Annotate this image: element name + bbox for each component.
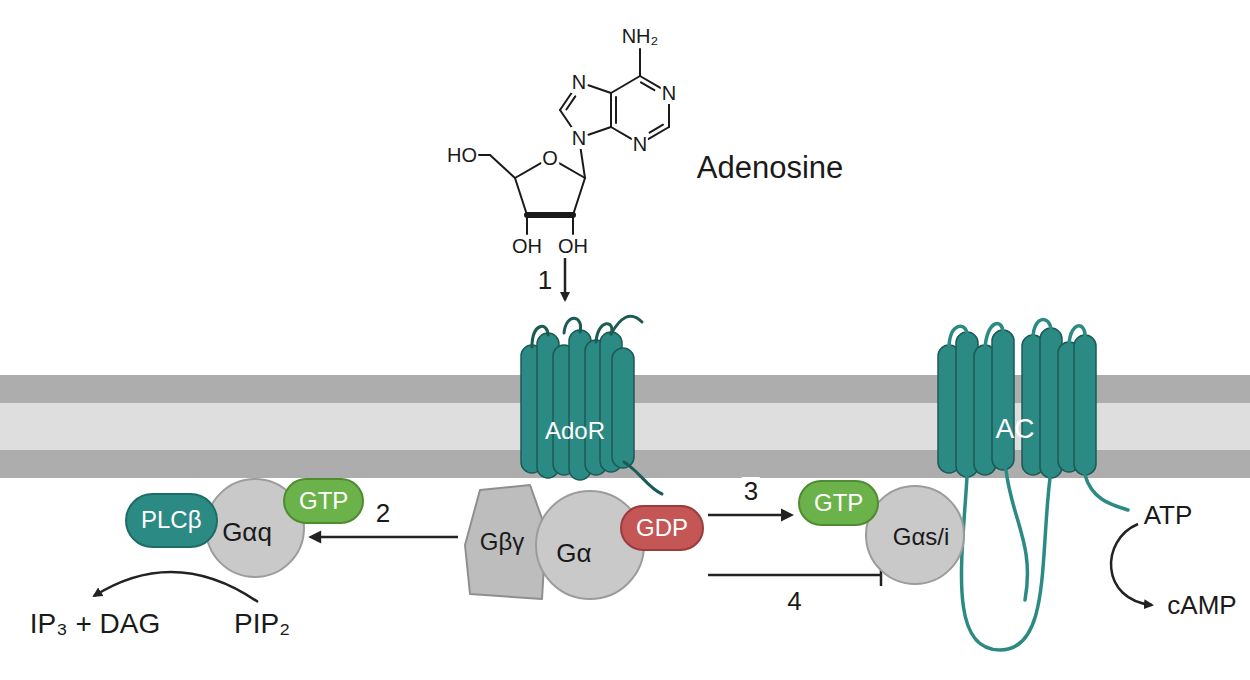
chemical-bond: [639, 49, 641, 76]
subunit-shape: [465, 485, 546, 599]
node-label: PLCβ: [141, 507, 202, 533]
reaction-arrows: [94, 258, 1152, 605]
chemical-bond: [515, 163, 541, 178]
callout-number: 1: [537, 266, 553, 295]
receptor-cylinders: [521, 330, 634, 480]
adenylyl-cyclase-cylinders: [1074, 335, 1096, 475]
enzyme: AC: [930, 320, 1100, 485]
adenosine-structure: [479, 49, 669, 234]
reaction-arrows: [94, 572, 258, 602]
arrow-head: [308, 531, 321, 544]
chemical-bond: [566, 96, 575, 109]
chemical-bond: [650, 125, 663, 133]
atom-label: N: [571, 71, 587, 93]
activation-arrow: [308, 531, 458, 544]
chemical-bond: [588, 85, 611, 93]
atom-label: OH: [557, 235, 589, 257]
chemical-bond: [649, 127, 669, 139]
receptor-loops: [564, 318, 581, 333]
arrow-head: [781, 509, 794, 522]
chemical-bond: [640, 76, 660, 88]
atom-label: OH: [511, 235, 543, 257]
nucleotide-pill: GTP: [798, 480, 879, 526]
adenylyl-cyclase-loops: [1069, 326, 1085, 344]
molecule-name: Adenosine: [696, 151, 845, 185]
adenylyl-cyclase-loops: [961, 477, 1050, 650]
substrate-label: PIP₂: [233, 609, 291, 640]
adenylyl-cyclase-loops: [1085, 475, 1128, 510]
inhibition-arrow: [708, 564, 881, 586]
chemical-bond: [611, 76, 640, 93]
nucleotide-pill: GDP: [620, 505, 704, 551]
atom-label: O: [541, 147, 559, 169]
receptor-loops: [596, 324, 612, 342]
node-label: GTP: [814, 490, 863, 516]
node-label: AC: [996, 414, 1035, 445]
arrow-shaft: [708, 574, 881, 577]
chemical-bond: [641, 82, 654, 90]
enzyme-pill: PLCβ: [125, 493, 218, 548]
adenylyl-cyclase-loops: [1006, 470, 1027, 600]
product-label: IP₃ + DAG: [29, 609, 161, 640]
node-label: Gβγ: [480, 529, 524, 555]
arrow-shaft: [708, 514, 784, 517]
activation-arrow: [708, 509, 794, 522]
atom-label: N: [571, 127, 587, 149]
adenylyl-cyclase-cylinders: [992, 330, 1014, 470]
chemical-bond: [580, 148, 585, 178]
adenylyl-cyclase-loops: [1033, 320, 1051, 337]
chemical-bond: [560, 90, 573, 110]
node-label: Gαs/i: [893, 524, 950, 550]
nucleotide-pill: GTP: [283, 478, 364, 524]
adenylyl-cyclase-loops: [949, 326, 967, 347]
node-label: GDP: [636, 515, 688, 541]
callout-number: 3: [742, 477, 760, 506]
atom-label: N: [632, 133, 648, 155]
node-label: AdoR: [545, 418, 605, 444]
chemical-bond: [490, 155, 515, 178]
receptor-cylinders: [612, 348, 634, 468]
chemical-bond: [572, 215, 574, 234]
chemical-bond: [527, 212, 573, 218]
callout-number: 2: [374, 499, 392, 528]
adenylyl-cyclase-loops: [949, 320, 1128, 650]
receptor-loops: [532, 316, 662, 494]
chemical-bond: [668, 103, 670, 127]
chemical-bond: [615, 97, 617, 123]
chemical-bond: [588, 127, 611, 135]
chemical-bond: [611, 127, 631, 139]
chemical-bond: [610, 93, 612, 127]
chemical-bond: [559, 163, 585, 178]
receptor-loops: [532, 326, 548, 347]
chemical-bond: [526, 215, 528, 234]
chemical-bond: [479, 154, 490, 156]
adenylyl-cyclase-loops: [985, 323, 1003, 347]
reaction-arrows: [564, 258, 567, 300]
node-label: Gαq: [222, 518, 272, 547]
adenylyl-cyclase-cylinders: [938, 328, 1096, 478]
atom-label: N: [661, 82, 677, 104]
g-protein-subunit: Gαs/i: [865, 485, 965, 585]
chemical-bond: [515, 178, 527, 215]
reaction-arrows: [1111, 524, 1152, 605]
substrate-label: ATP: [1143, 501, 1194, 530]
receptor: AdoR: [515, 320, 635, 485]
node-label: Gα: [556, 539, 591, 568]
atom-label: NH₂: [621, 25, 660, 47]
product-label: cAMP: [1166, 591, 1237, 620]
receptor-loops: [624, 462, 662, 494]
chemical-bond: [573, 178, 585, 215]
callout-number: 4: [785, 587, 803, 616]
node-label: GTP: [299, 488, 348, 514]
atom-label: HO: [446, 144, 478, 166]
receptor-loops: [611, 316, 642, 334]
arrow-shaft: [318, 536, 458, 539]
